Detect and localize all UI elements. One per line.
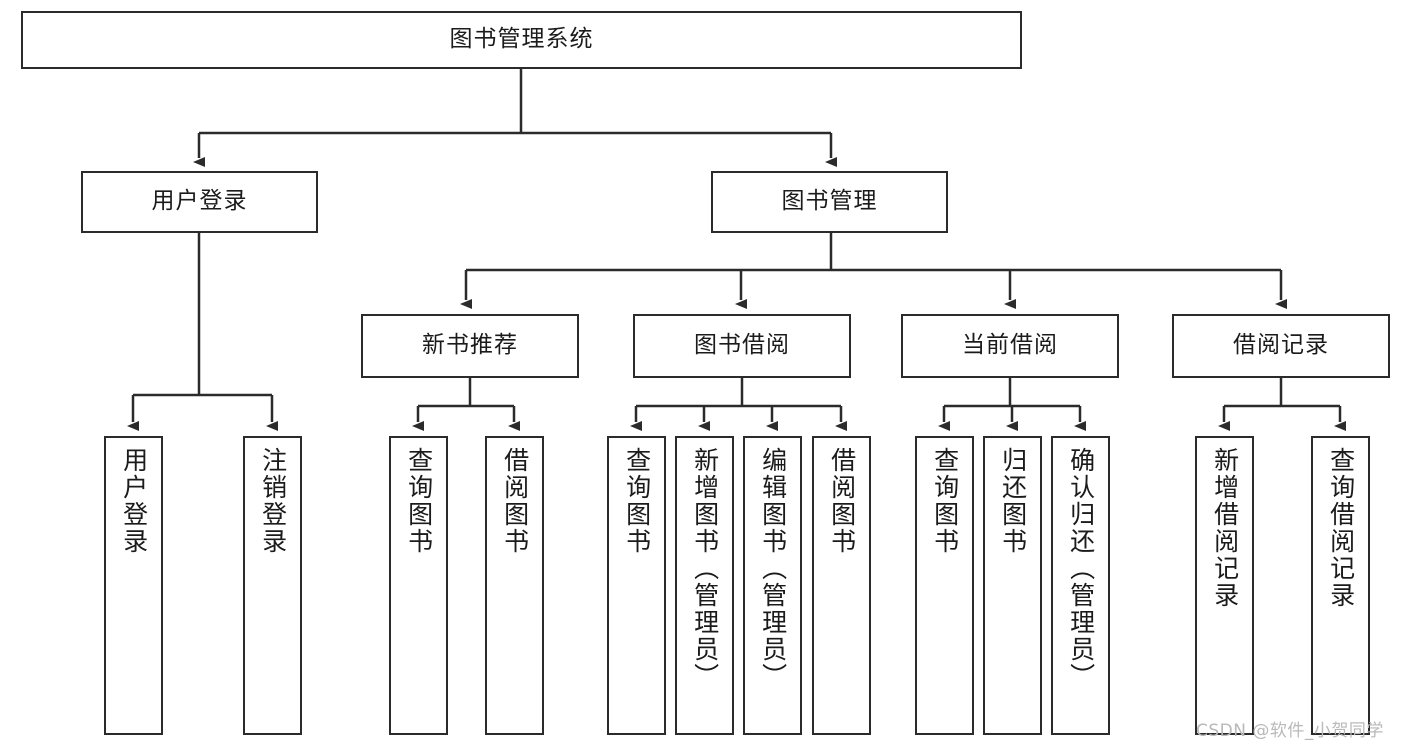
leaf-label: 编辑图书（管理员） xyxy=(758,447,788,690)
leaf-label: 借阅图书 xyxy=(827,447,857,555)
leaf-current-return-book[interactable]: 归还图书 xyxy=(983,436,1042,735)
node-label: 图书管理 xyxy=(781,188,878,215)
node-book-borrow[interactable]: 图书借阅 xyxy=(633,314,851,378)
leaf-borrow-borrow-book[interactable]: 借阅图书 xyxy=(812,436,871,735)
leaf-label: 用户登录 xyxy=(119,447,149,555)
node-user-login[interactable]: 用户登录 xyxy=(81,171,318,233)
leaf-record-add-record[interactable]: 新增借阅记录 xyxy=(1195,436,1254,735)
leaf-borrow-query-book[interactable]: 查询图书 xyxy=(607,436,666,735)
leaf-new-book-borrow[interactable]: 借阅图书 xyxy=(485,436,544,735)
leaf-label: 查询图书 xyxy=(930,447,960,555)
watermark-text: CSDN @软件_小贺同学 xyxy=(1196,721,1384,741)
node-new-book-recommend[interactable]: 新书推荐 xyxy=(361,314,579,378)
leaf-label: 查询图书 xyxy=(404,447,434,555)
node-current-borrow[interactable]: 当前借阅 xyxy=(901,314,1119,378)
leaf-label: 确认归还（管理员） xyxy=(1066,447,1096,690)
leaf-borrow-add-book-admin[interactable]: 新增图书（管理员） xyxy=(675,436,734,735)
leaf-label: 新增图书（管理员） xyxy=(690,447,720,690)
node-label: 借阅记录 xyxy=(1233,332,1329,359)
leaf-user-login-login[interactable]: 用户登录 xyxy=(104,436,163,735)
leaf-label: 注销登录 xyxy=(258,447,288,555)
leaf-label: 查询借阅记录 xyxy=(1326,447,1356,609)
leaf-label: 查询图书 xyxy=(622,447,652,555)
node-label: 图书借阅 xyxy=(694,332,790,359)
leaf-user-login-logout[interactable]: 注销登录 xyxy=(243,436,302,735)
node-book-management[interactable]: 图书管理 xyxy=(711,171,948,233)
node-label: 新书推荐 xyxy=(422,332,518,359)
node-label: 当前借阅 xyxy=(962,332,1058,359)
leaf-borrow-edit-book-admin[interactable]: 编辑图书（管理员） xyxy=(743,436,802,735)
leaf-label: 借阅图书 xyxy=(500,447,530,555)
node-borrow-record[interactable]: 借阅记录 xyxy=(1172,314,1390,378)
node-label: 用户登录 xyxy=(151,188,248,215)
leaf-current-query-book[interactable]: 查询图书 xyxy=(915,436,974,735)
csdn-watermark: CSDN @软件_小贺同学 xyxy=(1196,716,1384,741)
node-label: 图书管理系统 xyxy=(449,26,594,53)
leaf-label: 新增借阅记录 xyxy=(1210,447,1240,609)
leaf-record-query-record[interactable]: 查询借阅记录 xyxy=(1311,436,1370,735)
leaf-current-confirm-return-admin[interactable]: 确认归还（管理员） xyxy=(1051,436,1110,735)
leaf-label: 归还图书 xyxy=(998,447,1028,555)
node-root-book-management-system[interactable]: 图书管理系统 xyxy=(21,11,1022,69)
leaf-new-book-query[interactable]: 查询图书 xyxy=(389,436,448,735)
